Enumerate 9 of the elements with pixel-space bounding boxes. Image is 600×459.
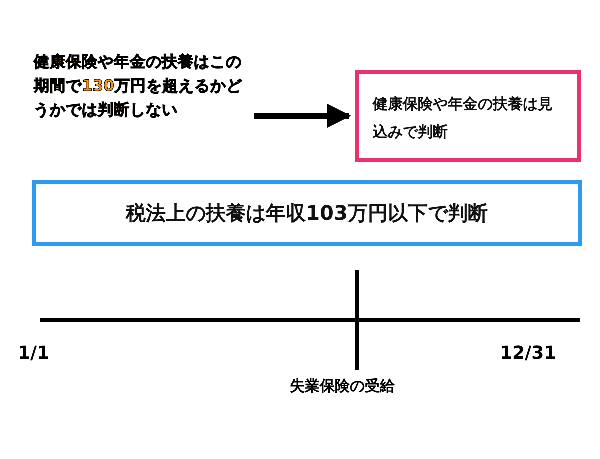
event-label: 失業保険の受給 xyxy=(290,377,395,396)
date-label: 1/1 xyxy=(18,343,50,364)
note-text: 健康保険や年金の扶養はこの期間で130万円を超えるかどうかでは判断しない xyxy=(34,53,242,119)
process-box xyxy=(355,70,581,162)
process-box xyxy=(32,180,582,246)
date-label: 12/31 xyxy=(500,343,557,364)
arrow xyxy=(254,104,352,128)
box-text: 健康保険や年金の扶養は見込みで判断 xyxy=(373,95,553,141)
box-text: 税法上の扶養は年収103万円以下で判断 xyxy=(126,200,488,226)
